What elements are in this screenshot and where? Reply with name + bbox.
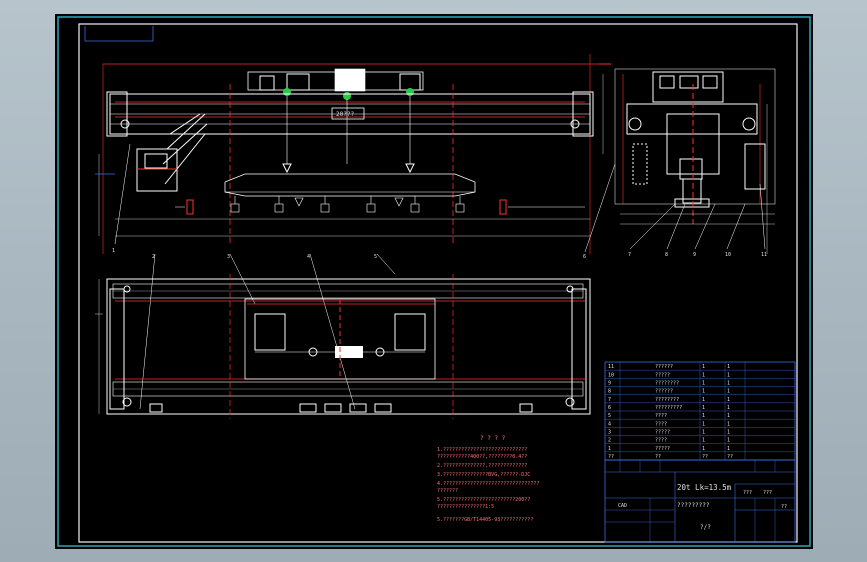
- title-sheet: ?/?: [700, 524, 711, 531]
- callout-6: 6: [583, 254, 586, 260]
- parts-header-cell: ??: [608, 454, 614, 460]
- parts-header-cell: ??: [655, 454, 661, 460]
- title-subtitle: ?????????: [677, 502, 710, 509]
- parts-list-cell: ?????: [655, 430, 670, 436]
- parts-list-cell: 1: [702, 438, 705, 444]
- note-line: 1.????????????????????????????: [437, 447, 527, 453]
- side-elevation: [614, 68, 776, 254]
- part-callouts: 1 2 3 4 5 6 7 8 9 10 11: [112, 248, 767, 260]
- parts-header-cell: ??: [727, 454, 733, 460]
- callout-leaders: [114, 143, 766, 410]
- parts-list-cell: 1: [727, 421, 730, 427]
- callout-8: 8: [665, 252, 668, 258]
- title-code: ??: [781, 504, 787, 510]
- parts-list-cell: 7: [608, 397, 611, 403]
- parts-list-cell: 1: [702, 421, 705, 427]
- crane-drawing: 20???: [57, 16, 811, 547]
- weight-label: 20???: [336, 111, 354, 118]
- note-line: ???????: [437, 488, 458, 494]
- parts-list-cell: 1: [727, 381, 730, 387]
- parts-list-cell: ?????: [655, 372, 670, 378]
- parts-list-cell: ?????????: [655, 405, 682, 411]
- note-line: 2.??????????????,?????????????: [437, 463, 527, 469]
- parts-list-cell: ????????: [655, 381, 679, 387]
- parts-list-cell: ?????: [655, 446, 670, 452]
- callout-5: 5: [374, 254, 377, 260]
- notes-title: ? ? ? ?: [480, 435, 506, 442]
- note-line: ???????????400??,????????0.4??: [437, 454, 527, 460]
- callout-10: 10: [725, 252, 731, 258]
- title-block: 20t Lk=13.5m ????????? ?/? CAD ??? ??? ?…: [604, 459, 796, 543]
- parts-list-cell: 3: [608, 430, 611, 436]
- note-line: 5.???????GB/T14405-93???????????: [437, 517, 533, 523]
- callout-1: 1: [112, 248, 115, 254]
- parts-list-cell: 1: [702, 405, 705, 411]
- plan-view: [95, 274, 591, 419]
- parts-list-cell: 1: [727, 364, 730, 370]
- drawing-frame: [78, 23, 798, 543]
- parts-list-cell: 2: [608, 438, 611, 444]
- parts-list-cell: 1: [727, 413, 730, 419]
- parts-list-cell: 1: [702, 381, 705, 387]
- title-designation: 20t Lk=13.5m: [677, 483, 732, 492]
- note-line: ????????????????1:5: [437, 504, 494, 510]
- callout-4: 4: [307, 254, 310, 260]
- callout-2: 2: [152, 254, 155, 260]
- parts-list-cell: 1: [702, 413, 705, 419]
- parts-list-cell: 1: [727, 405, 730, 411]
- parts-list-cell: 1: [702, 372, 705, 378]
- callout-11: 11: [761, 252, 767, 258]
- parts-list-cell: 1: [702, 430, 705, 436]
- parts-list-cell: 1: [702, 364, 705, 370]
- parts-list-cell: 5: [608, 413, 611, 419]
- parts-list-cell: 1: [727, 389, 730, 395]
- cad-viewport[interactable]: 20???: [55, 14, 813, 549]
- callout-9: 9: [693, 252, 696, 258]
- parts-list-cell: 8: [608, 389, 611, 395]
- title-code: ???: [743, 490, 752, 496]
- parts-list-cell: 1: [727, 430, 730, 436]
- parts-list-cell: ????????: [655, 397, 679, 403]
- title-cad-label: CAD: [618, 503, 627, 509]
- parts-list-cell: 1: [702, 446, 705, 452]
- parts-list-cell: ????: [655, 413, 667, 419]
- technical-notes: ? ? ? ? 1.???????????????????????????? ?…: [437, 435, 539, 523]
- parts-list-cell: 4: [608, 421, 611, 427]
- parts-list-cell: ??????: [655, 364, 673, 370]
- callout-7: 7: [628, 252, 631, 258]
- parts-list-cell: 1: [727, 397, 730, 403]
- viewport-border: [57, 16, 811, 547]
- parts-list-cell: 1: [727, 438, 730, 444]
- parts-list-cell: ????: [655, 421, 667, 427]
- title-tab: [84, 26, 154, 42]
- parts-list-cell: 1: [727, 446, 730, 452]
- parts-list-cell: 11: [608, 364, 614, 370]
- parts-list-cell: 1: [608, 446, 611, 452]
- front-elevation: 20???: [95, 54, 611, 254]
- note-line: 4.????????????????????????????????: [437, 481, 539, 487]
- note-line: 5.????????????????????????200??: [437, 497, 530, 503]
- parts-list-cell: 6: [608, 405, 611, 411]
- parts-list-cell: 1: [702, 389, 705, 395]
- parts-list-cell: 10: [608, 372, 614, 378]
- title-code: ???: [763, 490, 772, 496]
- callout-3: 3: [227, 254, 230, 260]
- parts-list-cell: 1: [727, 372, 730, 378]
- parts-list-cell: 1: [702, 397, 705, 403]
- parts-list-cell: 9: [608, 381, 611, 387]
- parts-list-cell: ??????: [655, 389, 673, 395]
- parts-header-cell: ??: [702, 454, 708, 460]
- note-line: 3.???????????????BVG,??????-DJC: [437, 472, 530, 478]
- parts-list-cell: ????: [655, 438, 667, 444]
